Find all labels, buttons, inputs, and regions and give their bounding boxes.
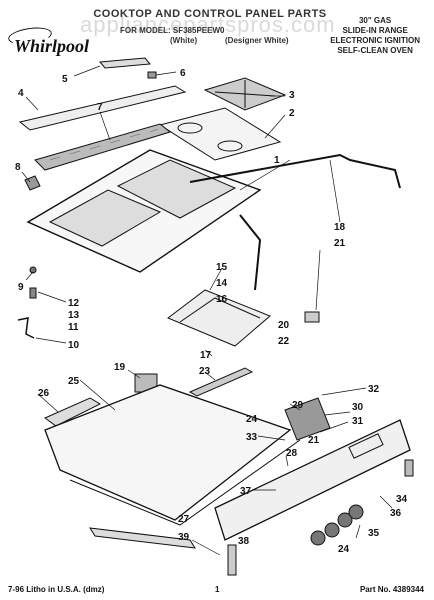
callout-36: 36 — [390, 508, 402, 519]
spec-line4: SELF-CLEAN OVEN — [337, 46, 413, 55]
cooktop-pad-left — [48, 189, 162, 247]
spec-line3: ELECTRONIC IGNITION — [330, 36, 420, 45]
burner-hole-1 — [177, 122, 203, 134]
part-26-shape — [44, 397, 102, 427]
callout-39: 39 — [178, 532, 190, 543]
part-18-tube — [189, 153, 401, 291]
callout-37: 37 — [240, 486, 252, 497]
callout-8: 8 — [15, 162, 21, 173]
part-4-shape — [18, 85, 187, 131]
callout-38: 38 — [238, 536, 250, 547]
part-10-shape — [17, 317, 35, 339]
callout-15: 15 — [216, 262, 228, 273]
callout-26: 26 — [38, 388, 50, 399]
part-7-shape — [34, 123, 172, 171]
callout-21-bottom: 21 — [308, 435, 320, 446]
callout-29: 29 — [292, 400, 304, 411]
part-9-shape — [29, 266, 37, 274]
callout-21-top: 21 — [334, 238, 346, 249]
callout-20: 20 — [278, 320, 290, 331]
callout-22: 22 — [278, 336, 290, 347]
callout-14: 14 — [216, 278, 228, 289]
callout-34: 34 — [396, 494, 408, 505]
callout-24-bottom: 24 — [338, 544, 350, 555]
callout-1: 1 — [274, 155, 280, 166]
callout-30: 30 — [352, 402, 364, 413]
color-white: (White) — [170, 36, 198, 45]
callout-27: 27 — [178, 514, 190, 525]
panel-display — [348, 433, 384, 459]
callout-28: 28 — [286, 448, 298, 459]
callout-9: 9 — [18, 282, 24, 293]
callout-7: 7 — [97, 102, 103, 113]
part-34-shape — [404, 459, 414, 477]
bracket-detail — [179, 297, 261, 323]
callout-33: 33 — [246, 432, 258, 443]
part-14-bracket — [167, 289, 271, 347]
part-25-base — [44, 384, 292, 521]
callout-13: 13 — [68, 310, 80, 321]
part-38-shape — [227, 544, 237, 576]
spec-line2: SLIDE-IN RANGE — [342, 26, 408, 35]
model-line: FOR MODEL: SF385PEEW0 — [120, 26, 225, 35]
footer-page-number: 1 — [215, 585, 220, 594]
color-designer: (Designer White) — [225, 36, 289, 45]
callout-2: 2 — [289, 108, 295, 119]
part-20-shape — [304, 311, 320, 323]
base-lower-edge — [69, 439, 301, 526]
callout-25: 25 — [68, 376, 80, 387]
part-12-shape — [29, 287, 37, 299]
cooktop-pad-right — [116, 159, 237, 219]
watermark: appliancepartspros.com — [80, 12, 336, 37]
spec-block: 30" GAS SLIDE-IN RANGE ELECTRONIC IGNITI… — [330, 16, 420, 56]
callout-35: 35 — [368, 528, 380, 539]
page-title: COOKTOP AND CONTROL PANEL PARTS — [93, 8, 327, 20]
callout-leaders — [21, 65, 393, 556]
part-2-shape — [158, 107, 282, 161]
part-5-shape — [99, 57, 151, 69]
grille-slots — [49, 128, 159, 161]
callout-19: 19 — [114, 362, 126, 373]
callout-18: 18 — [334, 222, 346, 233]
callout-3: 3 — [289, 90, 295, 101]
part-30-control — [284, 397, 331, 441]
callout-31: 31 — [352, 416, 364, 427]
callout-5: 5 — [62, 74, 68, 85]
callout-23: 23 — [199, 366, 211, 377]
callout-24-top: 24 — [246, 414, 258, 425]
callout-16: 16 — [216, 294, 228, 305]
footer-part-number: Part No. 4389344 — [359, 585, 424, 594]
callout-17: 17 — [200, 350, 212, 361]
spec-line1: 30" GAS — [358, 16, 392, 25]
part-17-shape — [188, 367, 254, 397]
callout-6: 6 — [180, 68, 186, 79]
part-8-shape — [24, 175, 41, 191]
part-27-rail — [89, 527, 196, 549]
callout-4: 4 — [18, 88, 24, 99]
burner-hole-2 — [217, 140, 243, 152]
callout-12: 12 — [68, 298, 80, 309]
part-6-shape — [147, 71, 157, 79]
part-35-knobs — [310, 504, 364, 546]
callout-10: 10 — [68, 340, 80, 351]
callout-11: 11 — [68, 322, 79, 333]
callout-32: 32 — [368, 384, 380, 395]
footer-litho: 7-96 Litho in U.S.A. (dmz) — [8, 585, 105, 594]
brand-logo: Whirlpool — [14, 36, 90, 56]
